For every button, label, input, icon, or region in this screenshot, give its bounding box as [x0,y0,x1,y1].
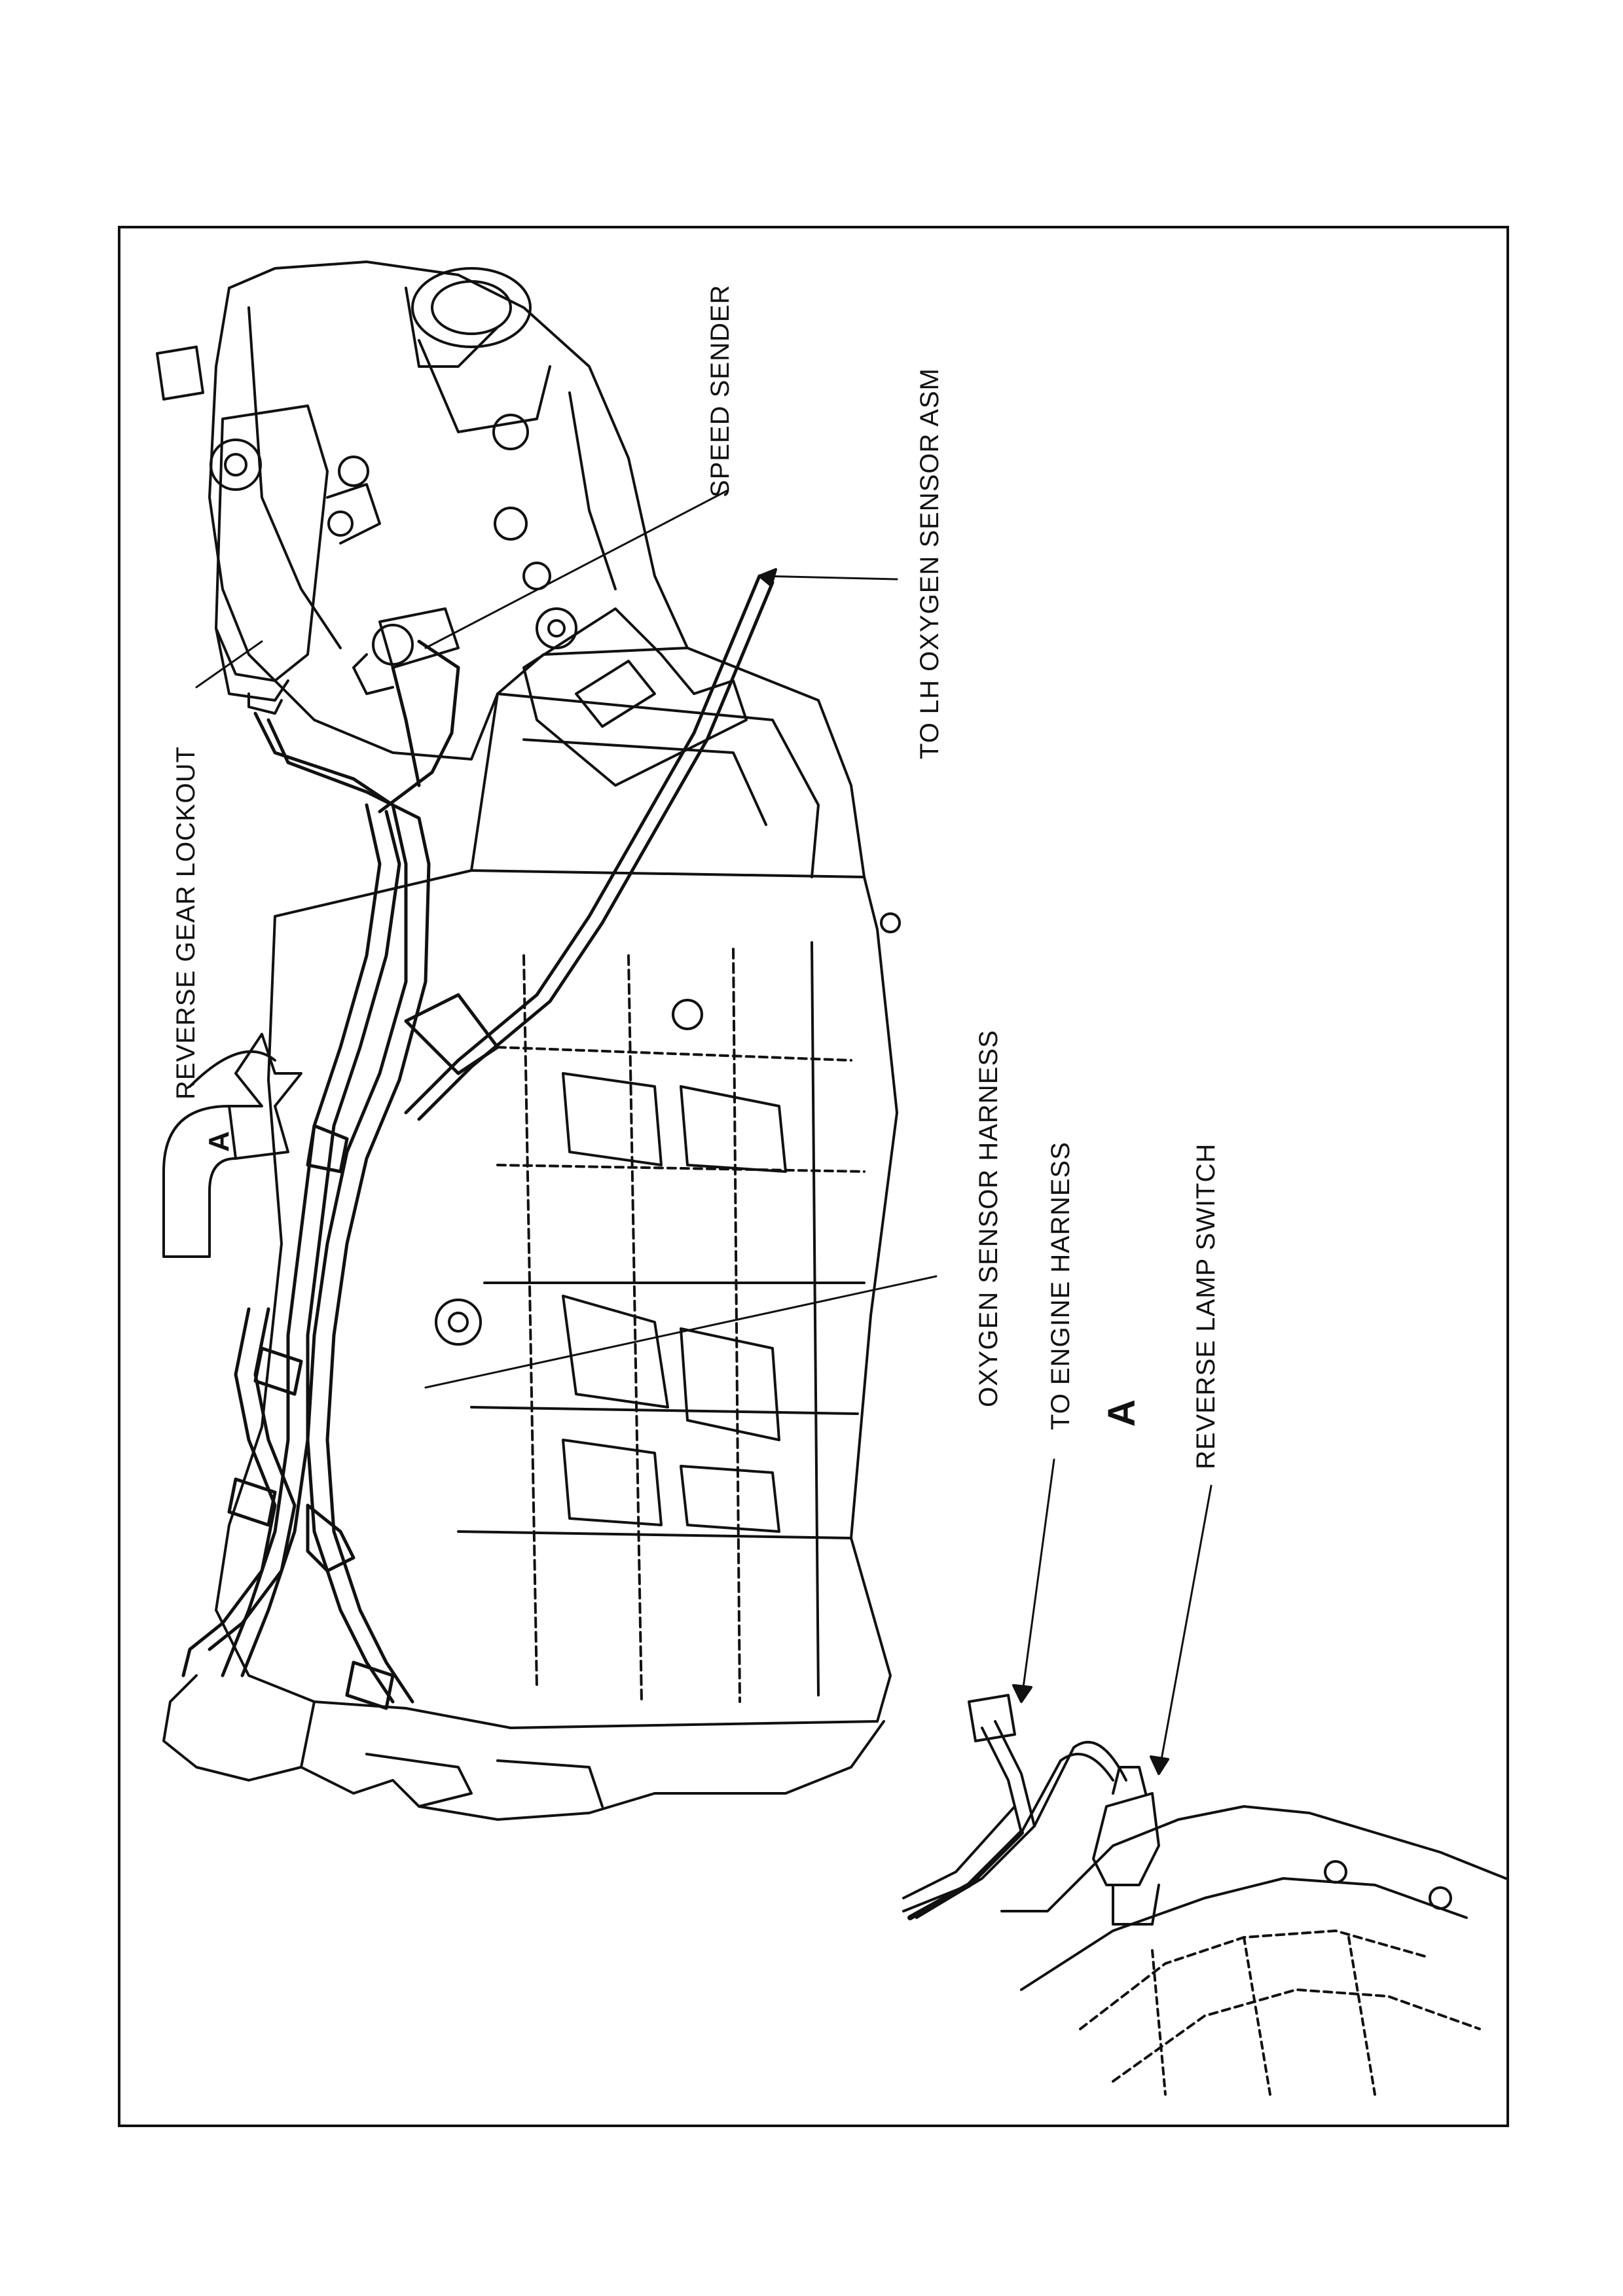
detail-view-letter: A [1100,1399,1144,1427]
transmission-housing [216,648,900,1728]
leader-to-engine-harness [1021,1460,1054,1702]
view-arrow-letter: A [203,1130,236,1152]
label-to-lh-oxygen-sensor-asm: TO LH OXYGEN SENSOR ASM [915,368,945,759]
speed-sender [354,609,458,694]
engine-harness-connector [969,1695,1015,1741]
reverse-gear-lockout-solenoid [157,347,380,713]
label-reverse-lamp-switch: REVERSE LAMP SWITCH [1192,1143,1221,1469]
label-reverse-gear-lockout: REVERSE GEAR LOCKOUT [172,746,201,1100]
detail-a-view [903,1695,1506,2094]
leader-reverse-lamp-switch [1159,1486,1211,1774]
leader-reverse-gear-lockout [196,641,262,687]
leader-lines [196,491,1211,1774]
label-oxygen-sensor-harness: OXYGEN SENSOR HARNESS [974,1030,1004,1407]
leader-lh-oxygen-sensor [759,576,897,579]
label-to-engine-harness: TO ENGINE HARNESS [1046,1141,1076,1430]
extension-housing [210,262,687,759]
bell-housing-flange [164,1676,884,1820]
mounting-bracket [524,609,746,785]
leader-oxygen-sensor-harness [426,1276,936,1388]
label-speed-sender: SPEED SENDER [706,285,735,497]
